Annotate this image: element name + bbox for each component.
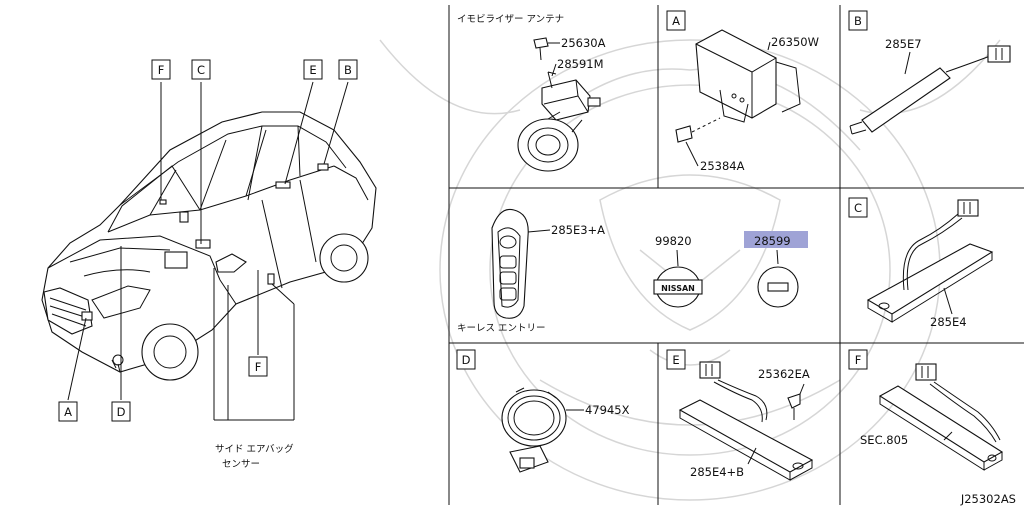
part-number: SEC.805 (860, 433, 908, 447)
panel-keyless: 285E3+A 99820 NISSAN 28599 キーレス エントリー (457, 208, 808, 334)
panel-letter: B (854, 14, 862, 28)
panel-letter: E (672, 353, 679, 367)
part-number: 28599 (754, 234, 791, 248)
panel-grid (448, 5, 1024, 505)
panel-immobilizer: イモビライザー アンテナ 25630A 28591M (457, 14, 606, 172)
panel-c: C 285E4 (848, 197, 994, 329)
panel-caption: キーレス エントリー (457, 323, 546, 334)
panel-letter: F (855, 353, 862, 367)
panel-letter: C (854, 201, 862, 215)
callout-letter: E (309, 63, 316, 77)
part-number: 99820 (655, 234, 692, 248)
diagram-code: J25302AS (960, 492, 1016, 506)
car-callout-b-top: B (338, 59, 358, 80)
panel-b: B 285E7 (848, 10, 1011, 135)
vehicle-leader-lines (67, 81, 349, 421)
callout-letter: D (117, 405, 126, 419)
callout-letter: C (197, 63, 205, 77)
part-number: 285E3+A (551, 223, 605, 237)
callout-letter: A (64, 405, 72, 419)
callout-letter: B (344, 63, 352, 77)
caption-line-1: サイド エアバッグ (215, 443, 294, 455)
part-number: 285E4 (930, 315, 967, 329)
panel-letter: A (672, 14, 680, 28)
car-callout-c-top: C (191, 59, 211, 80)
panel-title: イモビライザー アンテナ (457, 14, 564, 25)
side-airbag-sensor-caption: サイド エアバッグ センサー (215, 443, 294, 470)
part-number: 47945X (585, 403, 630, 417)
part-number: 25384A (700, 159, 745, 173)
callout-letter: F (158, 63, 165, 77)
car-callout-e-top: E (303, 59, 323, 80)
panel-d: D 47945X (456, 349, 630, 473)
part-number: 26350W (771, 35, 819, 49)
panel-f: F SEC.805 (848, 349, 1004, 471)
car-callout-d-bottom: D (111, 401, 131, 422)
panel-a: A 26350W 25384A (666, 10, 819, 173)
part-number: 28591M (557, 57, 604, 71)
callout-letter: F (255, 360, 262, 374)
part-number: 25630A (561, 36, 606, 50)
part-number: 25362EA (758, 367, 810, 381)
emblem-text: NISSAN (661, 284, 695, 293)
part-number: 285E4+B (690, 465, 744, 479)
highlight-box (744, 231, 808, 248)
vehicle-drawing (41, 111, 377, 381)
car-callout-f-side: F (248, 356, 268, 377)
part-number: 285E7 (885, 37, 922, 51)
panel-letter: D (462, 353, 471, 367)
caption-line-2: センサー (222, 459, 260, 470)
car-callout-a-bottom: A (58, 401, 78, 422)
panel-e: E 25362EA 285E4+B (666, 349, 814, 481)
car-callout-f-top: F (151, 59, 171, 80)
